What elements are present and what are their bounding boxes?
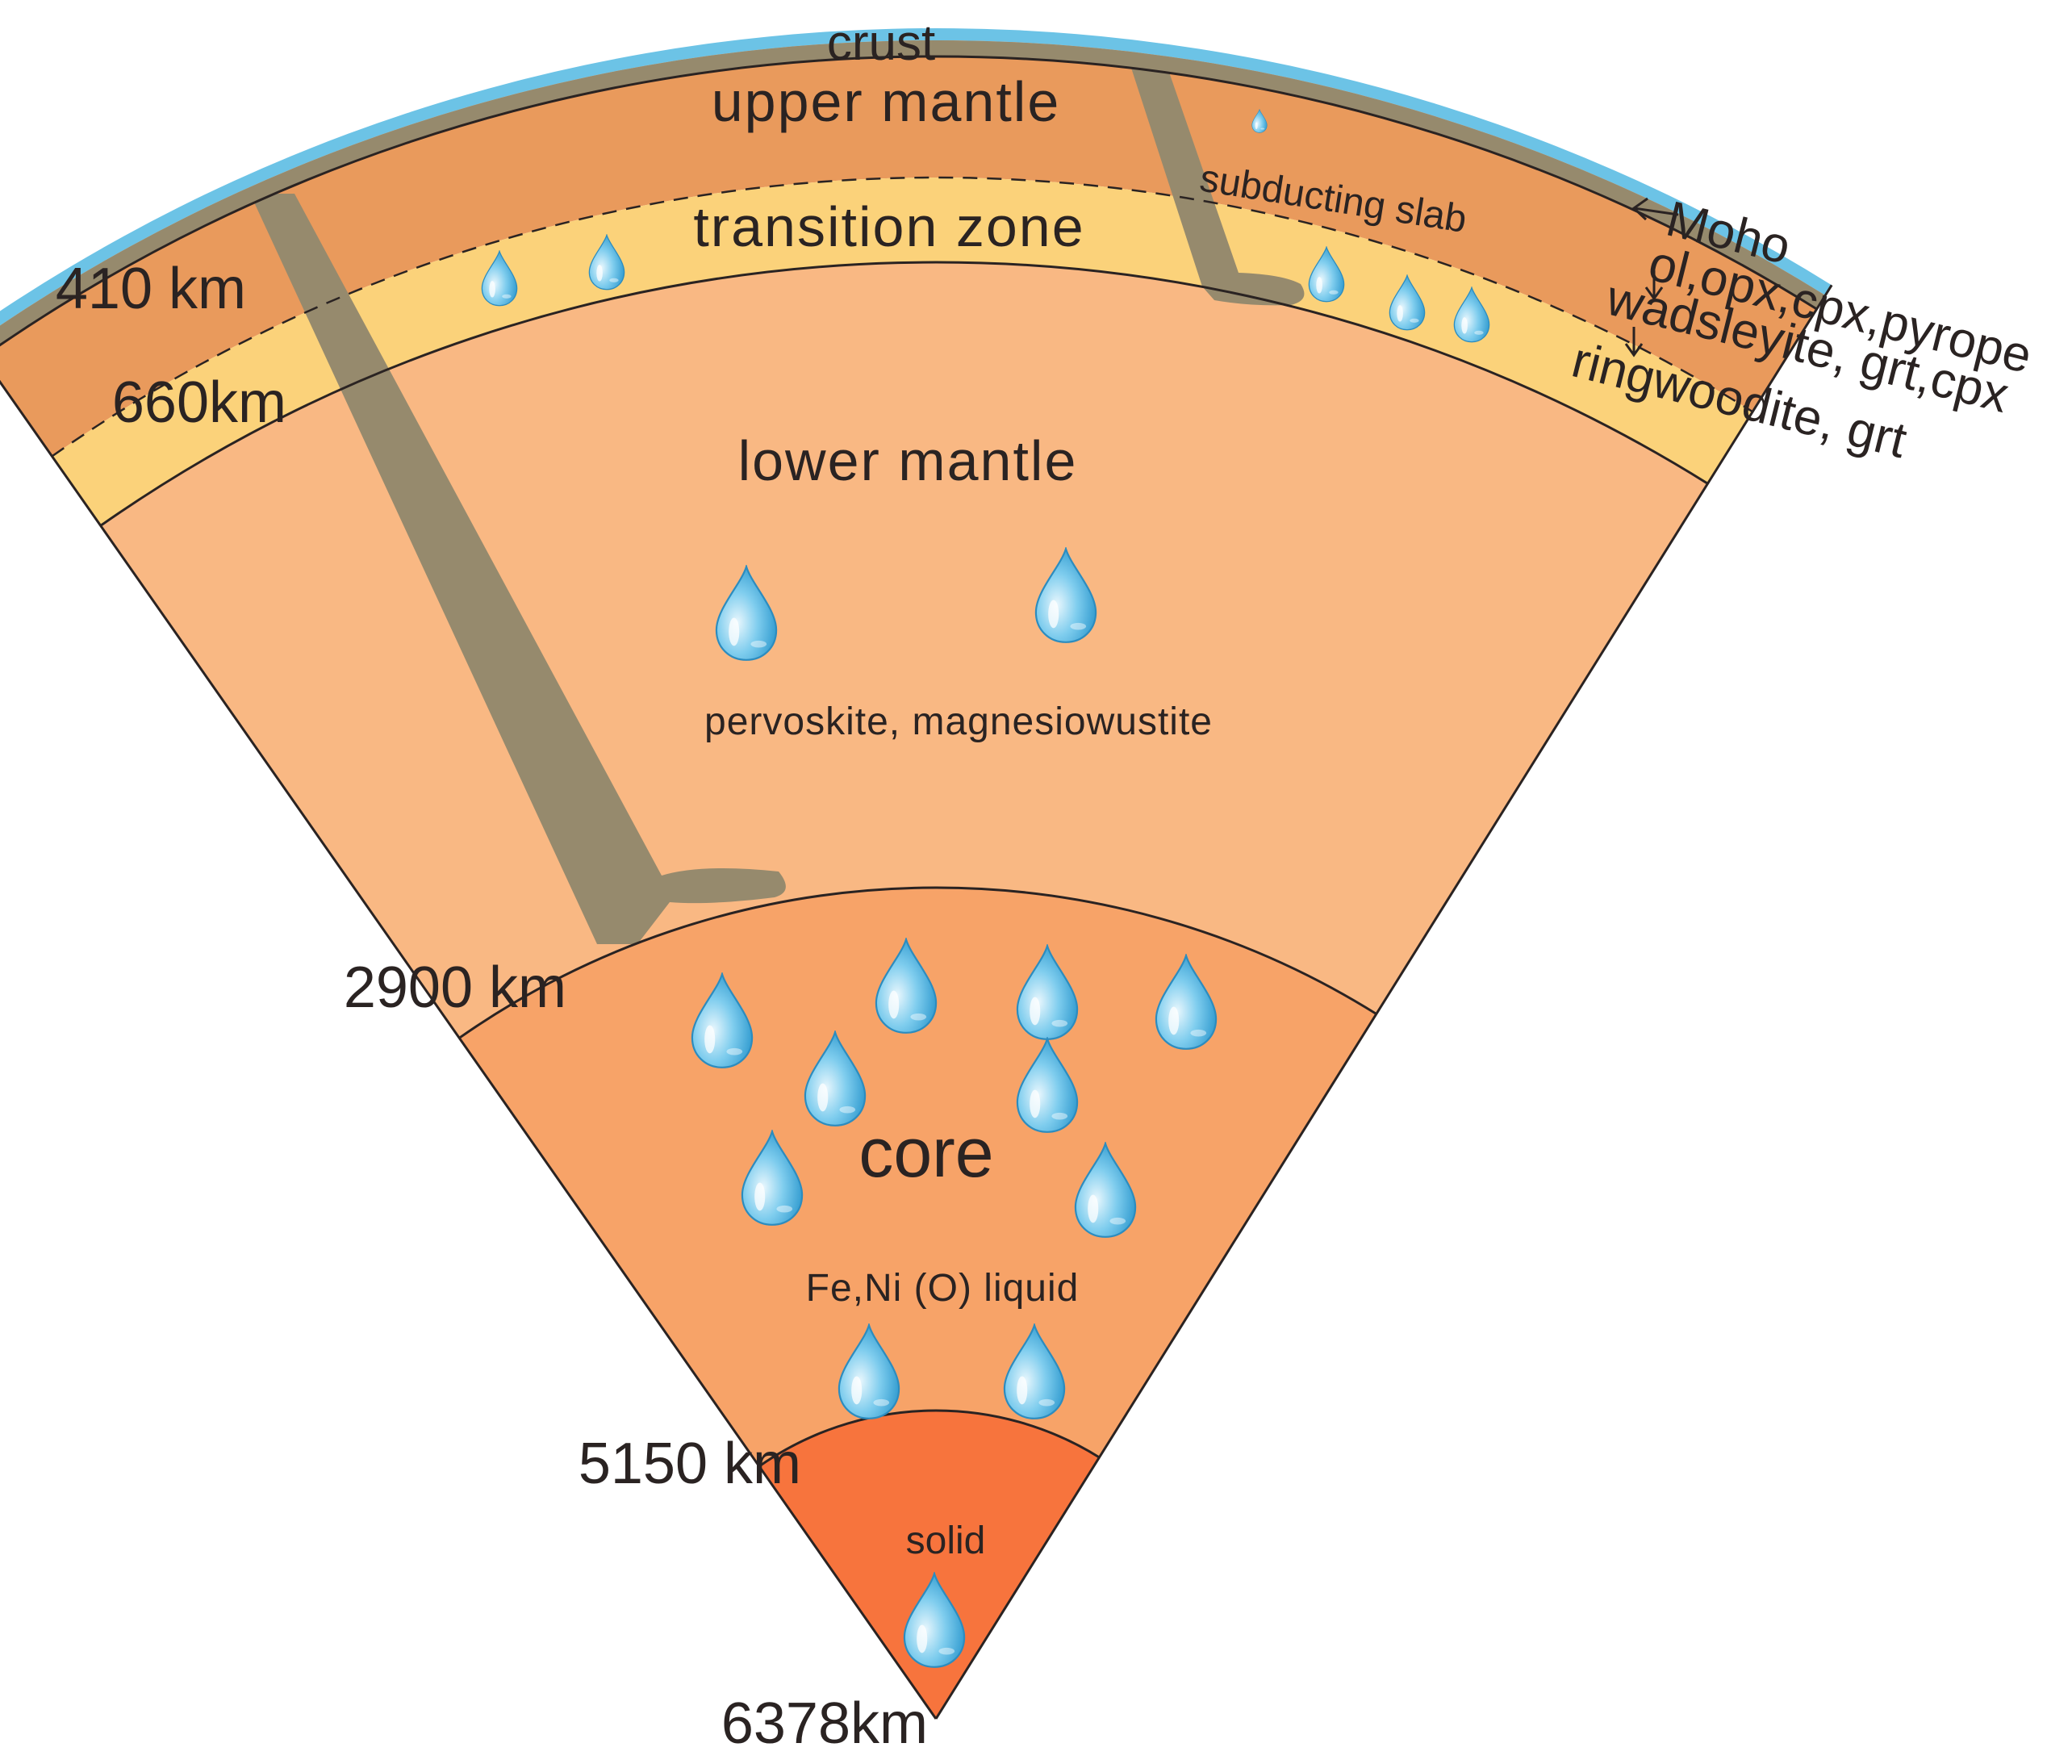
label-inner-core: solid	[906, 1519, 986, 1562]
subducting-slab-left	[250, 194, 786, 944]
outer-core-band	[459, 888, 1376, 1467]
label-core-composition: Fe,Ni (O) liquid	[806, 1267, 1080, 1310]
sector-left-edge	[0, 379, 938, 1720]
boundary-410	[51, 176, 1753, 458]
label-upper-mantle: upper mantle	[712, 70, 1061, 133]
depth-660: 660km	[112, 370, 286, 435]
subducting-slab-right	[1130, 63, 1305, 306]
sector-right-edge	[934, 284, 1833, 1720]
slab-surface-layer	[0, 40, 1826, 345]
depth-6378: 6378km	[721, 1691, 928, 1756]
label-core: core	[858, 1114, 993, 1192]
label-crust: crust	[827, 15, 935, 71]
boundary-5150	[758, 1409, 1101, 1468]
inner-core-band	[758, 1410, 1100, 1719]
label-lower-mantle: lower mantle	[738, 429, 1078, 492]
arrow-icon	[1631, 197, 1679, 221]
crust-band	[0, 28, 1832, 326]
boundary-660	[99, 261, 1709, 527]
depth-5150: 5150 km	[579, 1432, 801, 1496]
depth-2900: 2900 km	[344, 955, 566, 1020]
upper-mantle-band	[0, 40, 1826, 457]
lower-mantle-band	[100, 261, 1708, 1039]
depth-410: 410 km	[56, 257, 246, 321]
boundary-2900	[458, 886, 1377, 1039]
moho-boundary	[0, 55, 1818, 347]
arrow-icon	[1624, 327, 1644, 357]
label-lower-mantle-minerals: pervoskite, magnesiowustite	[704, 700, 1213, 743]
label-transition-zone: transition zone	[693, 195, 1084, 258]
arrow-icon	[1644, 270, 1664, 301]
